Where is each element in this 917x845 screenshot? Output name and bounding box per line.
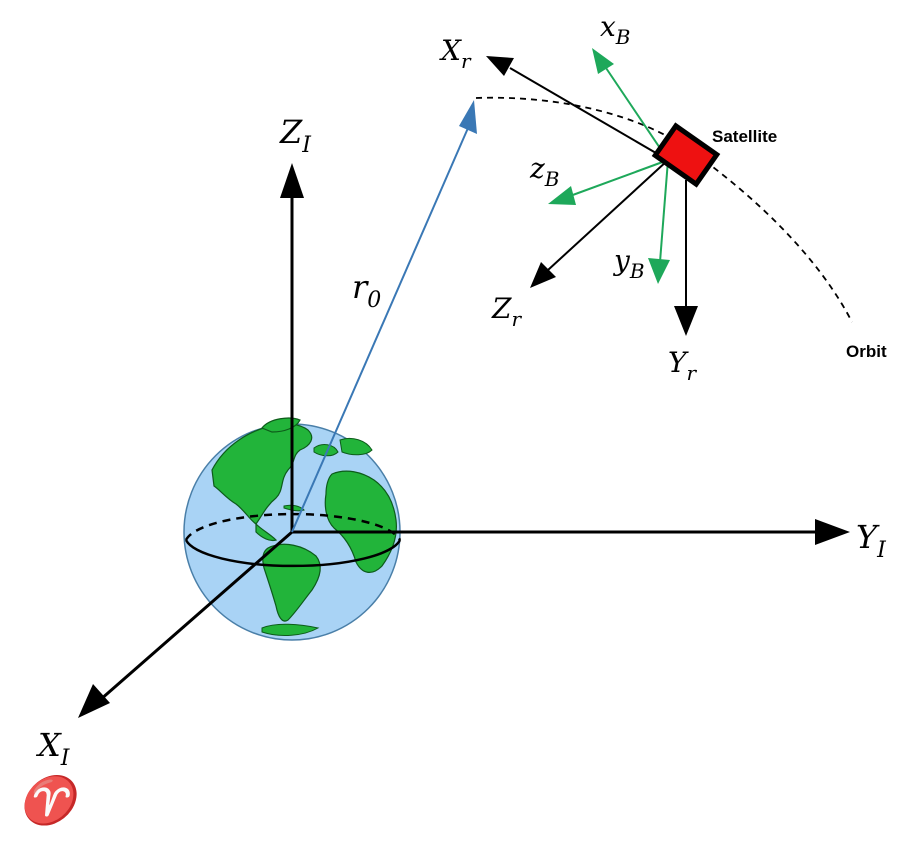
label-satellite: Satellite — [712, 127, 777, 146]
label-x-r: Xr — [439, 34, 472, 73]
label-z-r: Zr — [491, 292, 522, 331]
x-r-arrowhead — [486, 56, 514, 76]
label-z-i: ZI — [279, 113, 312, 158]
label-y-r: Yr — [668, 346, 697, 385]
label-x-i: XI — [35, 726, 71, 771]
label-y-i: YI — [856, 518, 887, 563]
inertial-z-axis — [280, 163, 304, 532]
y-r-arrowhead — [674, 306, 698, 336]
label-y-b: yB — [612, 244, 645, 283]
label-z-b: zB — [529, 152, 559, 191]
satellite-box-icon — [651, 122, 721, 188]
label-vernal-equinox: ♈ — [18, 773, 84, 827]
y-b-arrowhead — [648, 258, 670, 284]
label-x-b: xB — [600, 10, 631, 49]
body-frame-axes — [548, 48, 670, 284]
x-b-arrowhead — [592, 48, 614, 74]
label-orbit: Orbit — [846, 342, 887, 361]
z-b-arrowhead — [548, 186, 576, 205]
z-r-arrowhead — [530, 262, 556, 288]
inertial-y-axis — [292, 519, 850, 545]
orbital-frame-axes — [486, 56, 698, 336]
position-vector-r0 — [291, 100, 477, 533]
inertial-x-axis — [78, 530, 293, 718]
label-r0: r0 — [352, 268, 381, 313]
